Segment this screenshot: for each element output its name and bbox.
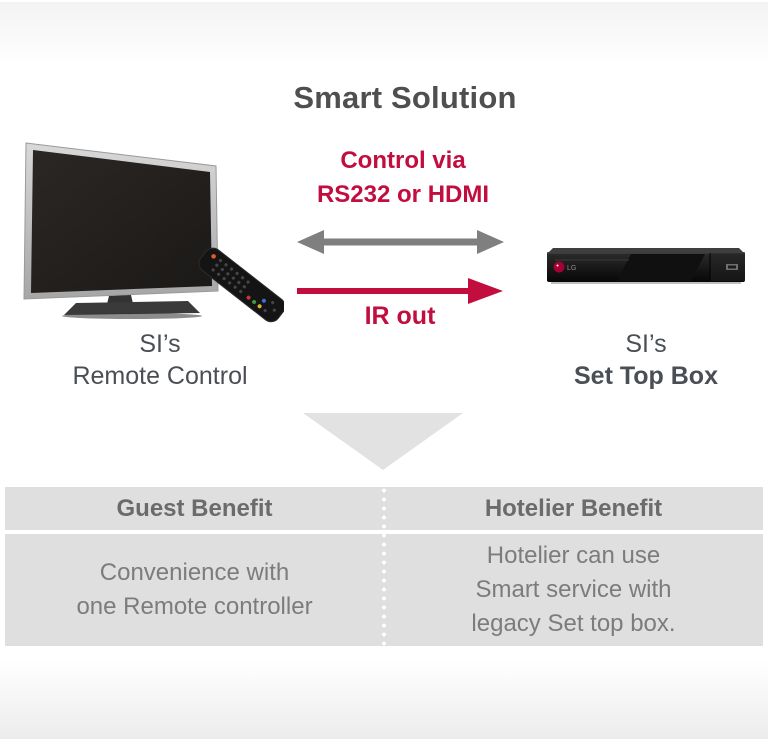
hotelier-benefit-header: Hotelier Benefit xyxy=(384,487,763,530)
guest-benefit-text: Convenience with one Remote controller xyxy=(5,534,384,646)
stb-label-line2: Set Top Box xyxy=(574,362,718,390)
tv-device-label: SI’s Remote Control xyxy=(25,328,295,392)
top-gradient xyxy=(0,2,768,64)
remote-control-image xyxy=(198,247,284,323)
guest-benefit-line1: Convenience with xyxy=(99,559,290,586)
tv-label-line1: SI’s xyxy=(139,330,181,358)
control-link-label-line1: Control via xyxy=(340,147,466,174)
hotelier-benefit-line1: Hotelier can use xyxy=(486,542,661,569)
lg-logo-text: LG xyxy=(567,265,576,272)
lg-logo-icon xyxy=(553,261,565,273)
benefits-table: Guest Benefit Hotelier Benefit Convenien… xyxy=(5,487,763,646)
tv-screen xyxy=(31,150,212,293)
ir-out-label: IR out xyxy=(364,302,436,330)
control-link-label: Control via RS232 or HDMI xyxy=(270,144,536,212)
benefits-header-row: Guest Benefit Hotelier Benefit xyxy=(5,487,763,530)
remote-color-buttons xyxy=(246,295,266,309)
ir-out-arrow xyxy=(297,278,503,304)
set-top-box-image: LG xyxy=(547,248,745,284)
bidirectional-arrow xyxy=(297,230,504,254)
stb-device-label: SI’s Set Top Box xyxy=(535,328,757,392)
stb-top-face xyxy=(548,248,744,253)
remote-keypad-buttons xyxy=(211,258,276,313)
bottom-gradient xyxy=(0,661,768,739)
down-triangle-connector xyxy=(303,413,463,470)
stb-display-panel xyxy=(617,254,705,281)
tv-stand-shadow xyxy=(62,313,202,319)
tv-label-line2: Remote Control xyxy=(72,362,248,390)
control-link-label-line2: RS232 or HDMI xyxy=(316,181,490,208)
hotelier-benefit-line2: Smart service with xyxy=(475,576,672,603)
guest-benefit-line2: one Remote controller xyxy=(76,593,313,620)
page-title: Smart Solution xyxy=(293,80,517,115)
hotelier-benefit-text: Hotelier can use Smart service with lega… xyxy=(384,534,763,646)
tv-with-remote-image xyxy=(23,142,284,323)
stb-label-line1: SI’s xyxy=(625,330,667,358)
benefits-body-row: Convenience with one Remote controller H… xyxy=(5,534,763,646)
remote-power-button xyxy=(211,254,216,259)
guest-benefit-header: Guest Benefit xyxy=(5,487,384,530)
dotted-column-divider xyxy=(382,487,386,646)
hotelier-benefit-line3: legacy Set top box. xyxy=(471,610,676,637)
tv-stand-base xyxy=(64,301,200,315)
